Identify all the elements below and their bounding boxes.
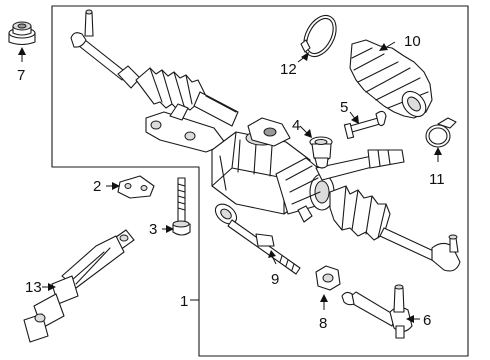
part-8-nut (315, 265, 341, 291)
callout-13: 13 (25, 279, 42, 296)
callout-3: 3 (149, 221, 157, 238)
part-3-bolt (172, 177, 191, 236)
part-10-boot (349, 39, 433, 119)
part-4-bushing (309, 136, 333, 169)
callout-2: 2 (93, 178, 101, 195)
callout-8: 8 (319, 315, 327, 332)
callout-6: 6 (423, 312, 431, 329)
assembly-frame (51, 5, 469, 357)
part-5-pin (343, 110, 387, 140)
callout-4: 4 (292, 117, 300, 134)
part-9-inner-tie-rod (214, 203, 301, 275)
callout-5: 5 (340, 99, 348, 116)
callout-11: 11 (429, 171, 445, 188)
part-6-tie-rod-end (341, 284, 413, 339)
part-7-cap (8, 21, 36, 46)
callout-10: 10 (404, 33, 421, 50)
part-2-bracket (117, 175, 155, 199)
part-11-clamp (425, 117, 457, 148)
callout-9: 9 (271, 271, 279, 288)
callout-12: 12 (280, 61, 297, 78)
callout-1: 1 (180, 293, 188, 310)
steering-rack-assembly (70, 9, 461, 272)
callout-7: 7 (17, 67, 25, 84)
part-12-clamp-ring (300, 14, 337, 58)
part-13-intermediate-shaft (23, 229, 135, 343)
